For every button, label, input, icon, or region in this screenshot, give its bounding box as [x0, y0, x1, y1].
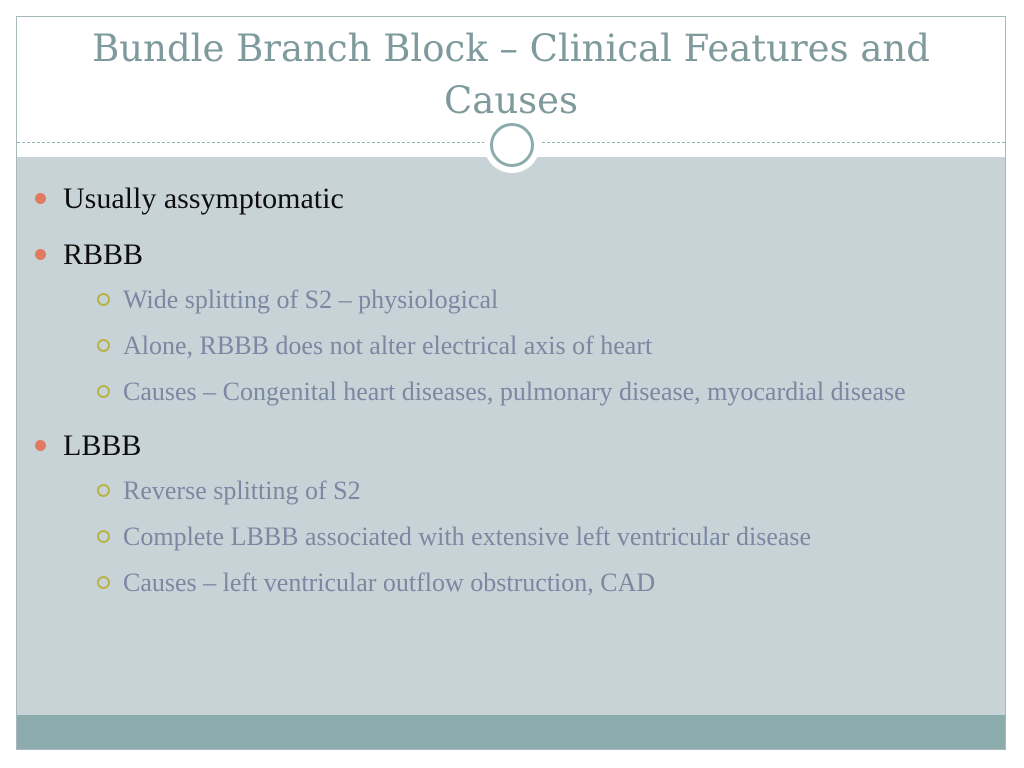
bullet-ring-icon: [97, 576, 110, 589]
sub-bullet-item: Reverse splitting of S2: [93, 472, 999, 509]
bullet-text: Usually assymptomatic: [63, 182, 344, 215]
sub-bullet-list: Reverse splitting of S2 Complete LBBB as…: [63, 472, 1005, 601]
sub-bullet-item: Wide splitting of S2 – physiological: [93, 281, 999, 318]
circle-ornament-icon: [484, 117, 540, 173]
sub-bullet-text: Reverse splitting of S2: [123, 476, 361, 505]
footer-bar: [17, 715, 1005, 749]
bullet-item: LBBB Reverse splitting of S2 Complete LB…: [17, 426, 1005, 601]
bullet-ring-icon: [97, 530, 110, 543]
bullet-ring-icon: [97, 293, 110, 306]
sub-bullet-list: Wide splitting of S2 – physiological Alo…: [63, 281, 1005, 410]
bullet-ring-icon: [97, 484, 110, 497]
bullet-dot-icon: [35, 440, 46, 451]
bullet-text: RBBB: [63, 238, 144, 271]
slide: Bundle Branch Block – Clinical Features …: [16, 16, 1006, 750]
bullet-dot-icon: [35, 193, 46, 204]
sub-bullet-item: Causes – Congenital heart diseases, pulm…: [93, 373, 999, 410]
sub-bullet-text: Causes – left ventricular outflow obstru…: [123, 568, 656, 597]
bullet-item: Usually assymptomatic: [17, 179, 1005, 219]
sub-bullet-text: Causes – Congenital heart diseases, pulm…: [123, 377, 906, 406]
circle-ornament-ring: [490, 123, 534, 167]
bullet-dot-icon: [35, 249, 46, 260]
sub-bullet-text: Wide splitting of S2 – physiological: [123, 285, 499, 314]
bullet-item: RBBB Wide splitting of S2 – physiologica…: [17, 235, 1005, 410]
sub-bullet-item: Complete LBBB associated with extensive …: [93, 518, 999, 555]
bullet-ring-icon: [97, 385, 110, 398]
slide-title: Bundle Branch Block – Clinical Features …: [92, 27, 930, 122]
sub-bullet-item: Alone, RBBB does not alter electrical ax…: [93, 327, 999, 364]
bullet-ring-icon: [97, 339, 110, 352]
sub-bullet-item: Causes – left ventricular outflow obstru…: [93, 564, 999, 601]
sub-bullet-text: Complete LBBB associated with extensive …: [123, 522, 812, 551]
bullet-text: LBBB: [63, 429, 142, 462]
bullet-list: Usually assymptomatic RBBB Wide splittin…: [17, 179, 1005, 617]
content-area: [17, 157, 1005, 717]
sub-bullet-text: Alone, RBBB does not alter electrical ax…: [123, 331, 653, 360]
